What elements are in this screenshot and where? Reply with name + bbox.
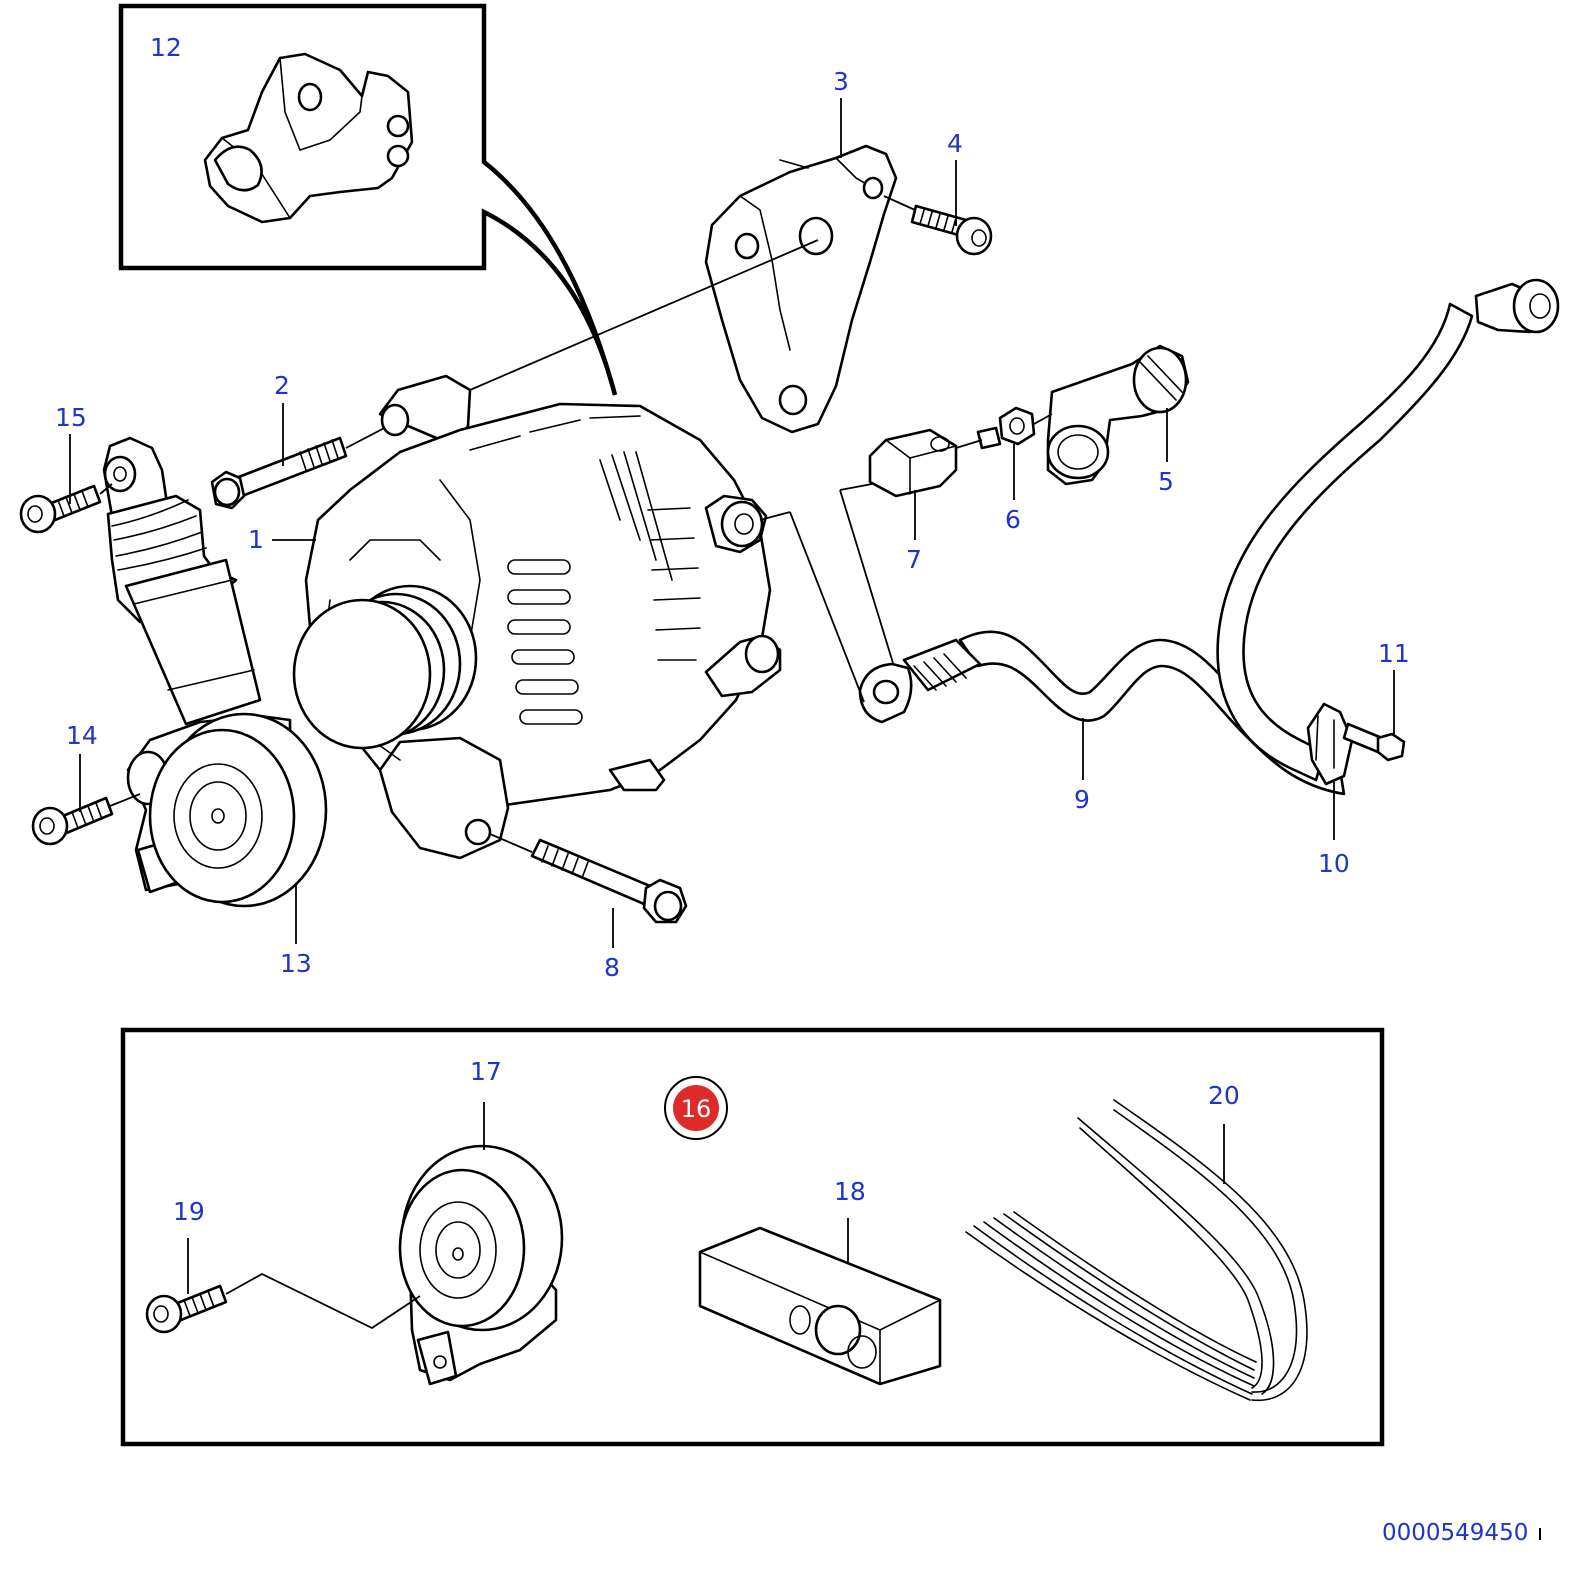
callout-3: 3 <box>833 67 849 96</box>
hose-10-shape <box>1216 278 1560 786</box>
tensioner-13-shape <box>102 436 328 908</box>
bolt-14-shape <box>31 796 114 846</box>
callout-10: 10 <box>1318 849 1350 878</box>
callout-14: 14 <box>66 721 98 750</box>
callout-12: 12 <box>150 33 182 62</box>
callout-4: 4 <box>947 129 963 158</box>
leader-lines <box>69 98 1395 948</box>
callout-2: 2 <box>274 371 290 400</box>
kit-leader-lines <box>187 1102 1225 1294</box>
belt-20-shape <box>965 1099 1308 1402</box>
kit-badge-label: 16 <box>681 1095 712 1123</box>
bolt-8-shape <box>530 838 688 924</box>
cable-9-shape <box>858 630 1346 796</box>
document-id: 0000549450 <box>1382 1520 1528 1546</box>
callout-19: 19 <box>173 1197 205 1226</box>
callout-11: 11 <box>1378 639 1410 668</box>
bracket-3-shape <box>704 144 898 434</box>
bracket-12-shape <box>203 52 414 224</box>
callout-18: 18 <box>834 1177 866 1206</box>
callout-6: 6 <box>1005 505 1021 534</box>
tool-18-shape <box>698 1226 942 1386</box>
bolt-15-shape <box>19 484 102 534</box>
inset-detail-frame <box>118 3 618 396</box>
bolt-11-shape <box>1342 722 1406 762</box>
callout-17: 17 <box>470 1057 502 1086</box>
spacer-7-shape <box>868 428 958 498</box>
bolt-2-shape <box>210 436 348 510</box>
alternator-1-shape <box>292 374 782 860</box>
nut-6-shape <box>976 406 1036 450</box>
callout-15: 15 <box>55 403 87 432</box>
callout-13: 13 <box>280 949 312 978</box>
callout-8: 8 <box>604 953 620 982</box>
callout-1: 1 <box>248 525 264 554</box>
kit-badge-16: 16 <box>664 1076 728 1140</box>
kit-frame <box>120 1027 1385 1447</box>
bolt-4-shape <box>910 204 993 256</box>
callout-9: 9 <box>1074 785 1090 814</box>
callout-5: 5 <box>1158 467 1174 496</box>
callout-7: 7 <box>906 545 922 574</box>
bolt-19-shape <box>145 1284 228 1334</box>
elbow-5-shape <box>1046 344 1190 486</box>
callout-20: 20 <box>1208 1081 1240 1110</box>
tensioner-17-shape <box>398 1144 564 1386</box>
